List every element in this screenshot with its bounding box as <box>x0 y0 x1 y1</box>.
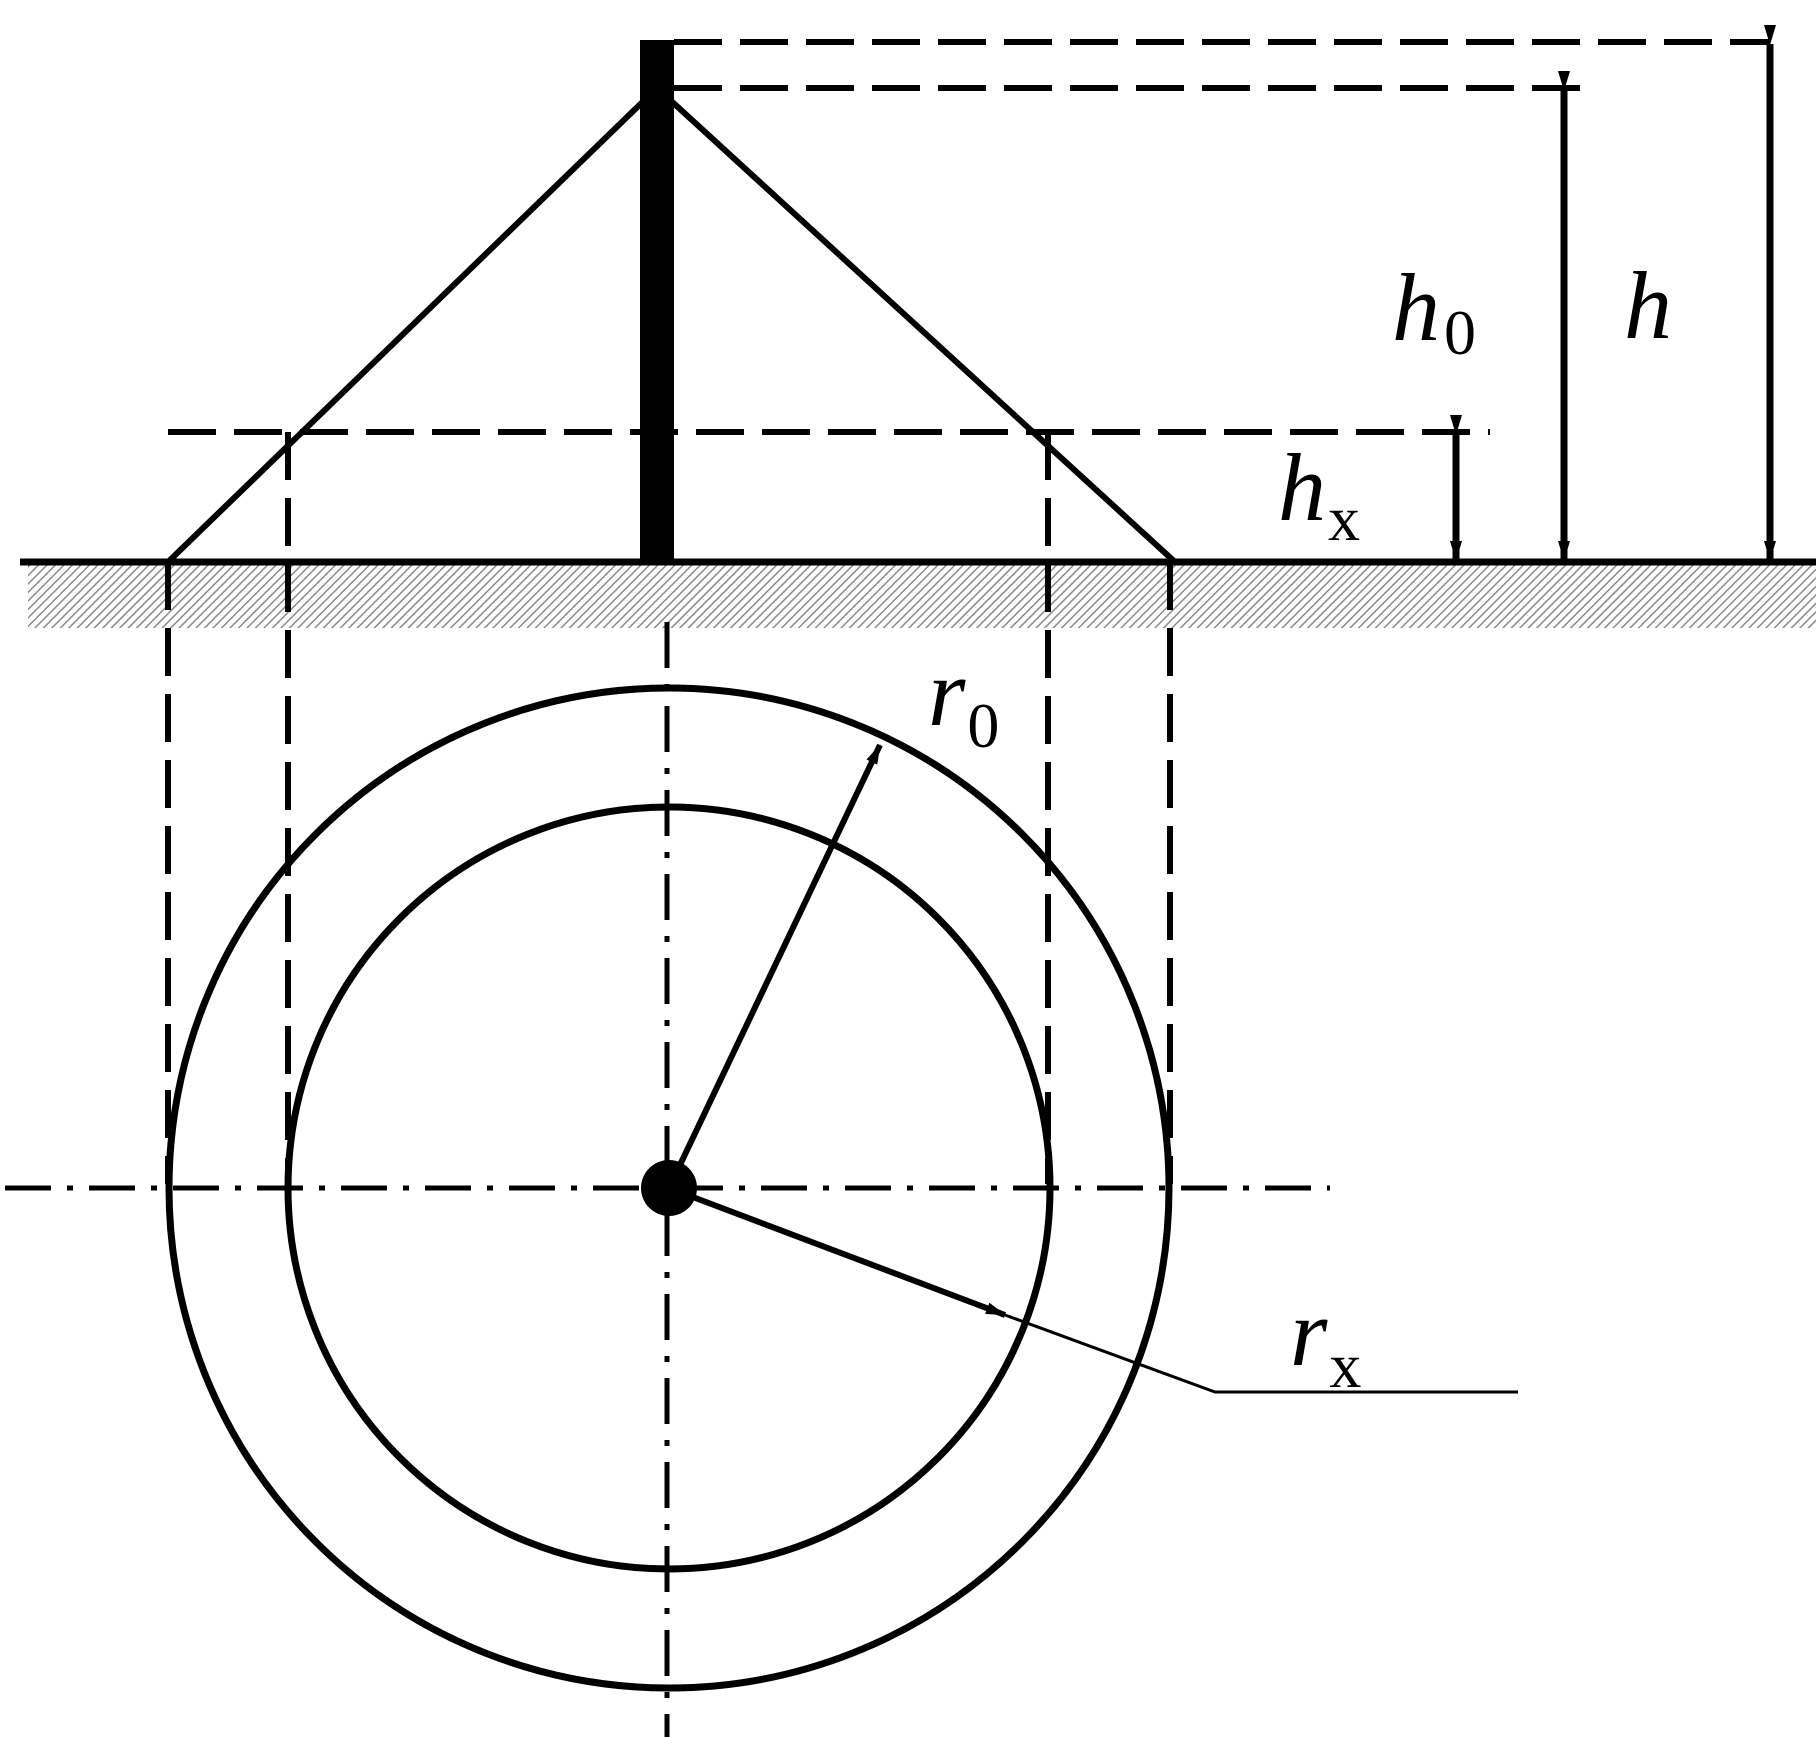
rx-leader-line <box>1004 1313 1518 1394</box>
label-h: h <box>1624 252 1672 359</box>
ground-hatched-band <box>28 562 1816 628</box>
rx-radius-arrow <box>667 1185 1007 1318</box>
r0-radius-arrow <box>666 743 883 1190</box>
protection-cone-right-side <box>654 85 1178 565</box>
label-h-main: h <box>1624 252 1672 359</box>
label-h0-main: h <box>1392 254 1440 361</box>
lightning-rod <box>640 40 674 564</box>
label-rx-main: r <box>1290 1279 1328 1386</box>
label-hx: hx <box>1278 434 1360 554</box>
label-h0-sub: 0 <box>1444 297 1476 368</box>
ground-protection-circle-r0 <box>165 684 1173 1692</box>
label-h0: h0 <box>1392 254 1476 368</box>
label-r0-main: r <box>928 639 966 746</box>
label-hx-main: h <box>1278 434 1326 541</box>
label-rx-sub: x <box>1329 1330 1361 1401</box>
label-r0-sub: 0 <box>967 690 999 761</box>
label-rx: rx <box>1290 1279 1361 1401</box>
label-r0: r0 <box>928 639 999 761</box>
height-protection-circle-rx <box>284 803 1054 1573</box>
protection-cone-left-side <box>165 85 660 565</box>
label-hx-sub: x <box>1328 483 1360 554</box>
